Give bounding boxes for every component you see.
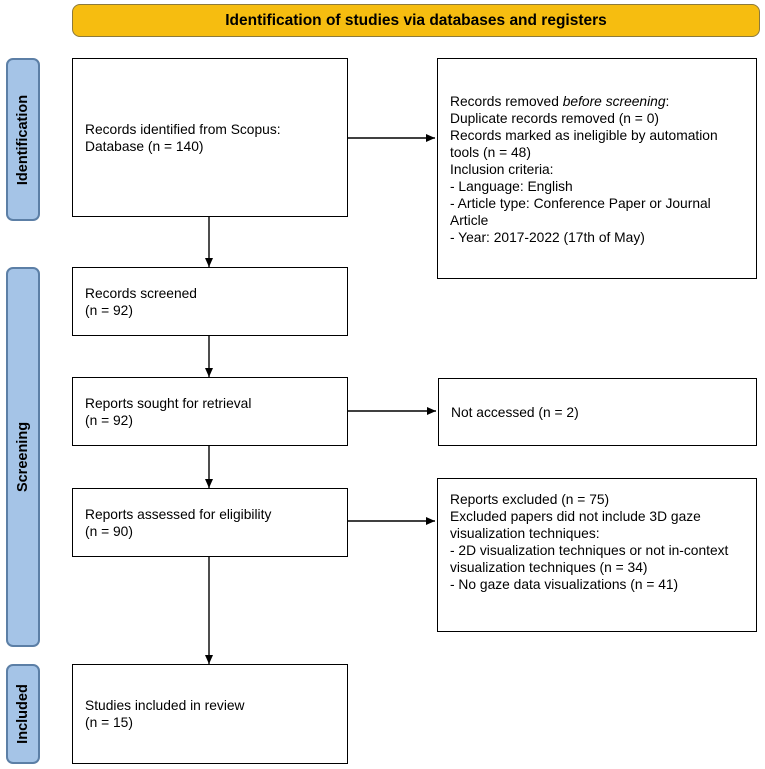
records-removed-line: - Year: 2017-2022 (17th of May) xyxy=(450,230,645,245)
records-removed-line: Article xyxy=(450,213,489,228)
records-identified-line: Database (n = 140) xyxy=(85,138,204,154)
sidebar-included: Included xyxy=(6,664,40,764)
studies-included-line: Studies included in review xyxy=(85,698,245,713)
box-records-identified: Records identified from Scopus: Database… xyxy=(72,58,348,217)
records-removed-title-suffix: : xyxy=(665,94,670,109)
sidebar-screening: Screening xyxy=(6,267,40,647)
sidebar-identification: Identification xyxy=(6,58,40,221)
records-removed-title-emph: before screening xyxy=(562,94,666,109)
reports-excluded-line: - No gaze data visualizations (n = 41) xyxy=(450,577,679,592)
reports-assessed-line: Reports assessed for eligibility xyxy=(85,506,272,522)
sidebar-included-label: Included xyxy=(15,684,31,744)
studies-included-line: (n = 15) xyxy=(85,715,133,730)
reports-excluded-line: visualization techniques (n = 34) xyxy=(450,560,648,575)
box-studies-included: Studies included in review (n = 15) xyxy=(72,664,348,764)
records-removed-line: tools (n = 48) xyxy=(450,145,531,160)
records-removed-title: Records removed before screening: xyxy=(450,93,744,110)
records-removed-line: - Article type: Conference Paper or Jour… xyxy=(450,196,711,211)
sidebar-screening-label: Screening xyxy=(15,421,32,493)
reports-excluded-line: Excluded papers did not include 3D gaze xyxy=(450,509,701,524)
records-removed-line: Duplicate records removed (n = 0) xyxy=(450,111,659,126)
header-title: Identification of studies via databases … xyxy=(225,11,607,29)
reports-excluded-line: visualization techniques: xyxy=(450,526,600,541)
reports-sought-line: (n = 92) xyxy=(85,412,133,428)
box-reports-assessed: Reports assessed for eligibility (n = 90… xyxy=(72,488,348,557)
box-reports-sought: Reports sought for retrieval (n = 92) xyxy=(72,377,348,446)
box-reports-excluded: Reports excluded (n = 75) Excluded paper… xyxy=(437,478,757,632)
records-removed-line: - Language: English xyxy=(450,179,573,194)
reports-excluded-line: - 2D visualization techniques or not in-… xyxy=(450,543,729,558)
records-removed-line: Records marked as ineligible by automati… xyxy=(450,128,718,143)
not-accessed-line: Not accessed (n = 2) xyxy=(451,404,579,420)
records-identified-line: Records identified from Scopus: xyxy=(85,121,281,137)
header-banner: Identification of studies via databases … xyxy=(72,4,760,37)
records-screened-line: Records screened xyxy=(85,285,197,301)
box-records-removed: Records removed before screening: Duplic… xyxy=(437,58,757,279)
records-screened-line: (n = 92) xyxy=(85,302,133,318)
reports-sought-line: Reports sought for retrieval xyxy=(85,395,252,411)
reports-assessed-line: (n = 90) xyxy=(85,523,133,539)
records-removed-line: Inclusion criteria: xyxy=(450,162,554,177)
box-not-accessed: Not accessed (n = 2) xyxy=(438,378,757,446)
box-records-screened: Records screened (n = 92) xyxy=(72,267,348,336)
records-removed-title-prefix: Records removed xyxy=(450,94,563,109)
sidebar-identification-label: Identification xyxy=(15,94,32,185)
reports-excluded-line: Reports excluded (n = 75) xyxy=(450,492,610,507)
